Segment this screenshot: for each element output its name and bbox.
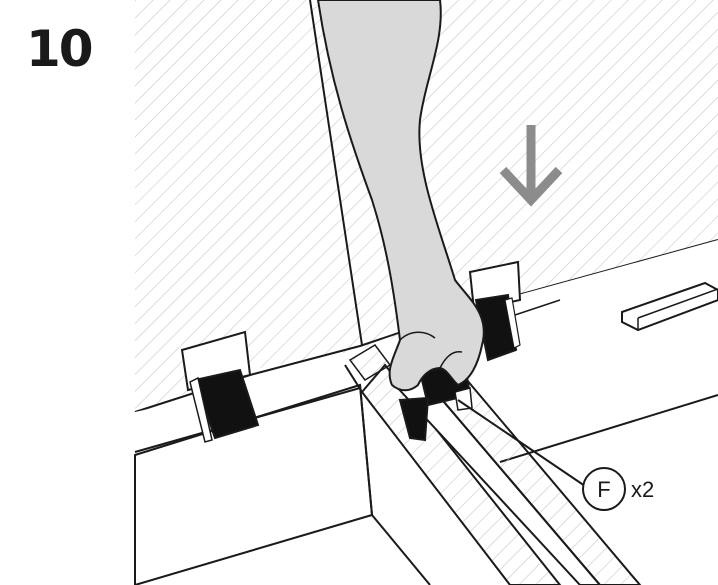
- wall-corner-line: [309, 0, 363, 346]
- step-number: 10: [26, 20, 94, 78]
- right-clip: [468, 260, 522, 362]
- callout-leader: [457, 399, 586, 487]
- part-callout-circle: [582, 467, 626, 511]
- down-arrow-icon: [499, 125, 563, 207]
- left-clip: [180, 330, 260, 443]
- part-callout: F x2: [582, 467, 654, 511]
- part-quantity: x2: [631, 477, 654, 502]
- batten-piece: [621, 281, 718, 332]
- floor-panel: [478, 240, 718, 462]
- part-letter: F: [597, 477, 610, 502]
